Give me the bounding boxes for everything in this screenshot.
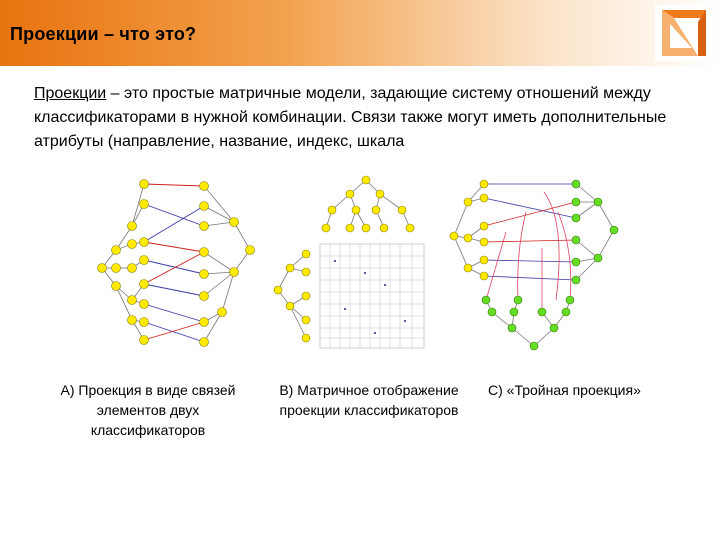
green-classifier-nodes: [481, 179, 619, 351]
classifier-nodes: [97, 179, 255, 347]
caption-figure-b: В) Матричное отображение проекции класси…: [279, 382, 459, 418]
yellow-classifier-nodes: [449, 179, 489, 281]
term-projections: Проекции: [34, 85, 107, 102]
bottom-tree-edges: [485, 299, 571, 347]
matrix-lines: [320, 244, 424, 348]
cross-links: [483, 183, 577, 312]
figure-triple-projection: [449, 179, 619, 351]
caption-figure-c: С) «Тройная проекция»: [488, 382, 641, 398]
left-tree-edges: [101, 183, 145, 341]
right-tree-edges: [203, 185, 251, 343]
top-tree-edges: [325, 179, 411, 229]
definition-paragraph: Проекции – это простые матричные модели,…: [34, 82, 694, 154]
slide-header: Проекции – что это?: [0, 0, 720, 66]
matrix-grid: [319, 243, 425, 349]
slide-title: Проекции – что это?: [10, 24, 197, 44]
classifier-nodes: [273, 175, 415, 343]
figure-two-classifier-links: [97, 179, 255, 347]
impossible-triangle-logo: [655, 5, 711, 61]
matrix-marks: [334, 260, 406, 334]
figure-matrix-projection: [273, 175, 425, 349]
cross-links: [143, 183, 205, 343]
definition-text: – это простые матричные модели, задающие…: [34, 85, 667, 150]
left-tree-edges: [453, 183, 485, 277]
caption-figure-a: А) Проекция в виде связей элементов двух…: [60, 382, 236, 438]
right-tree-edges: [575, 183, 615, 281]
